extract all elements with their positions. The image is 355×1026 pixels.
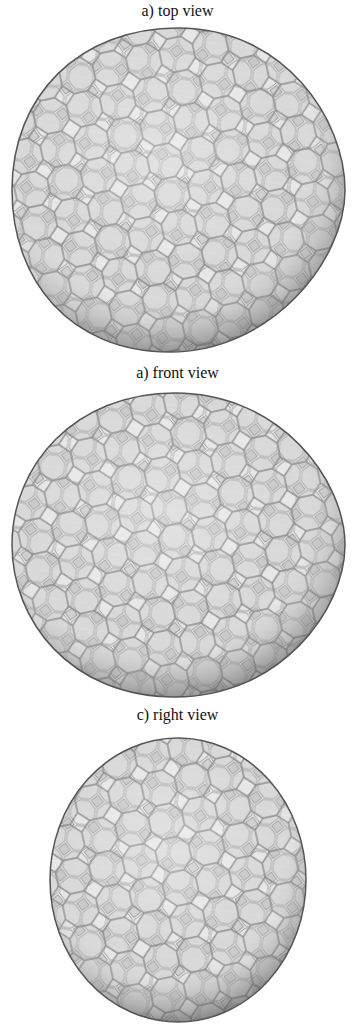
view-caption: a) front view bbox=[133, 364, 222, 381]
view-caption: c) right view bbox=[134, 706, 222, 723]
view-caption: a) top view bbox=[139, 2, 217, 19]
label-slot: a) top view bbox=[0, 2, 355, 20]
label-slot: c) right view bbox=[0, 706, 355, 724]
label-slot: a) front view bbox=[0, 364, 355, 382]
